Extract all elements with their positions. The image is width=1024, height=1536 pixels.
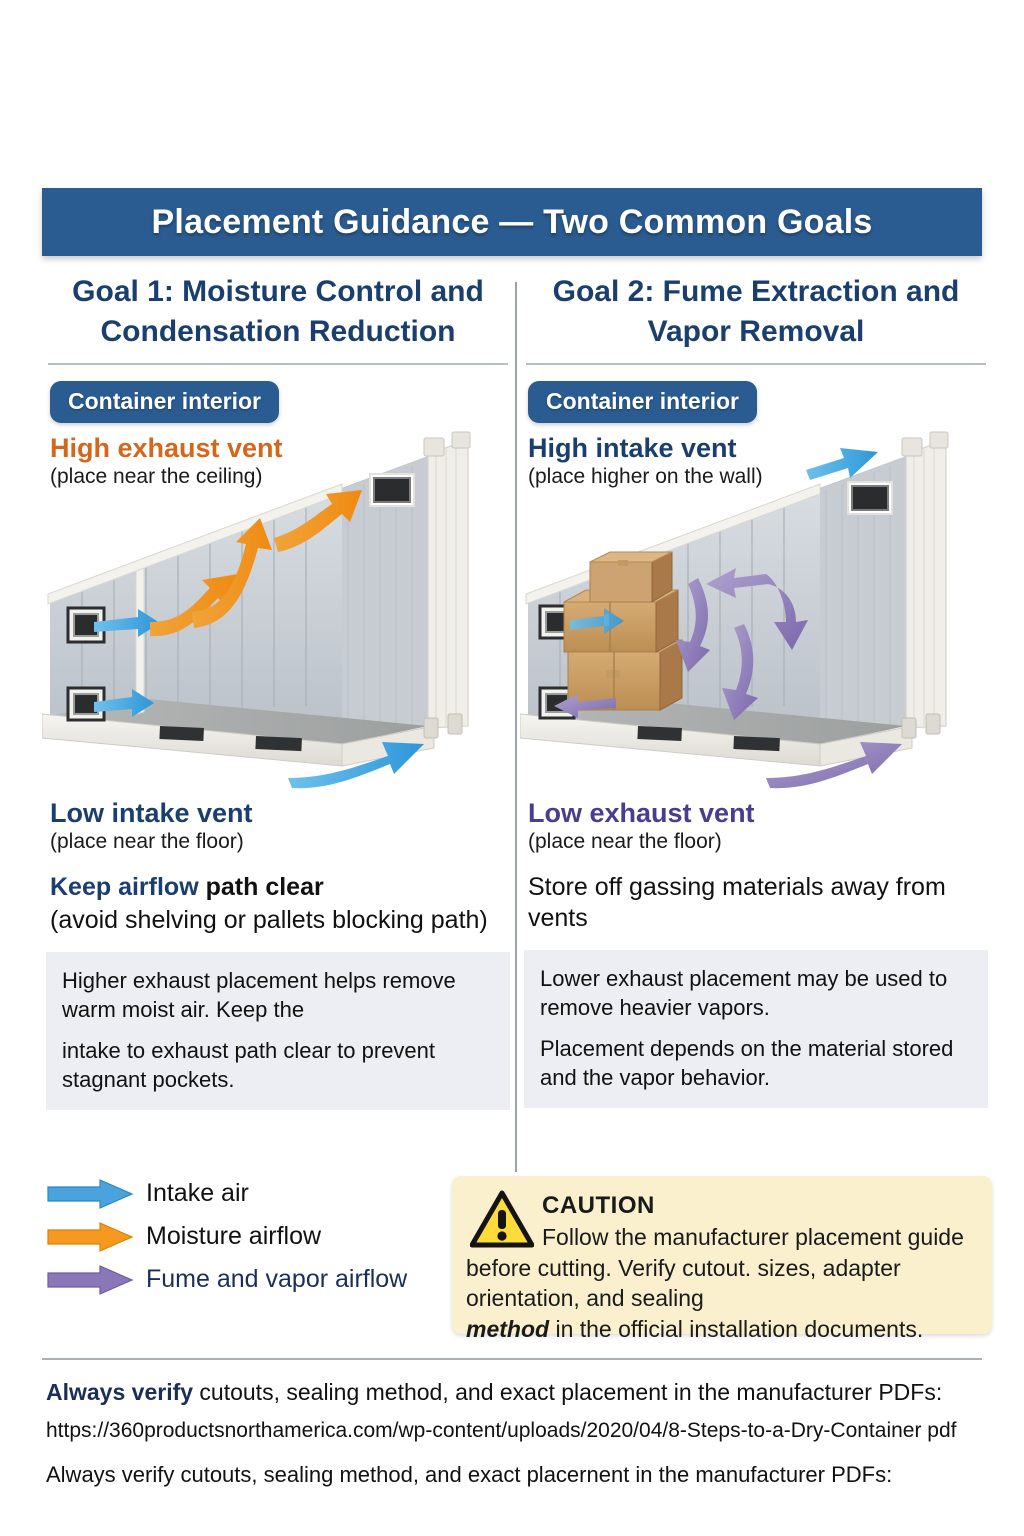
- goal-1-note-line-2: intake to exhaust path clear to prevent …: [62, 1038, 436, 1093]
- vapor-arrow-3-icon: [722, 623, 758, 720]
- arrow-right-icon: [47, 1221, 134, 1252]
- goal-2-high-vent-title: High intake vent: [528, 433, 737, 464]
- goal-1-advice-sub: (avoid shelving or pallets blocking path…: [50, 906, 488, 935]
- footer-verify-rest: cutouts, sealing method, and exact place…: [193, 1379, 943, 1405]
- moisture-arrow-3-icon: [274, 489, 362, 552]
- goal-1-high-vent-title: High exhaust vent: [50, 433, 283, 464]
- goal-2-column: Goal 2: Fume Extraction and Vapor Remova…: [520, 272, 992, 1109]
- goal-2-note-line-1: Lower exhaust placement may be used to r…: [540, 966, 948, 1021]
- floor-exhaust-arrow-icon: [766, 741, 902, 788]
- legend-label-fume-vapor-airflow: Fume and vapor airflow: [146, 1265, 408, 1293]
- goal-1-note-box: Higher exhaust placement helps remove wa…: [46, 952, 510, 1111]
- wall-intake-arrow-icon: [570, 607, 624, 634]
- footer: Always verify cutouts, sealing method, a…: [46, 1378, 986, 1489]
- arrow-right-icon: [47, 1264, 134, 1295]
- vapor-arrow-2-icon: [706, 567, 808, 650]
- caution-title: CAUTION: [542, 1192, 655, 1219]
- goal-1-low-vent-subtitle: (place near the floor): [50, 829, 244, 853]
- goal-1-advice-rest: path clear: [198, 873, 324, 902]
- legend-label-moisture-airflow: Moisture airflow: [146, 1222, 322, 1250]
- goal-1-advice-strong: Keep airflow: [50, 873, 199, 902]
- intake-arrow-lower-icon: [94, 688, 154, 717]
- legend-item-moisture-airflow: Moisture airflow: [46, 1215, 446, 1258]
- goal-2-low-vent-label: Low exhaust vent (place near the floor): [528, 798, 992, 854]
- vapor-arrow-1-icon: [676, 577, 710, 672]
- footer-verify-strong: Always verify: [46, 1379, 194, 1405]
- caution-body-emphasis: method: [466, 1315, 550, 1342]
- goal-2-advice-rest: Store off gassing materials away from ve…: [528, 873, 946, 933]
- container-diagram-fume: [520, 431, 949, 788]
- goal-1-note-line-1: Higher exhaust placement helps remove wa…: [62, 968, 456, 1023]
- goal-1-container-interior-badge: Container interior: [50, 381, 279, 424]
- legend-item-intake-air: Intake air: [46, 1172, 446, 1215]
- goal-1-heading: Goal 1: Moisture Control and Condensatio…: [72, 275, 484, 348]
- legend: Intake air Moisture airflow Fume and vap…: [46, 1172, 446, 1301]
- goal-1-underline: [48, 363, 508, 366]
- warning-triangle-icon: [470, 1190, 534, 1248]
- low-exhaust-arrow-icon: [554, 693, 616, 718]
- goal-columns: Goal 1: Moisture Control and Condensatio…: [0, 272, 1024, 1172]
- goal-1-column: Goal 1: Moisture Control and Condensatio…: [42, 272, 514, 1111]
- goal-1-high-vent-subtitle: (place near the ceiling): [50, 465, 263, 489]
- high-intake-arrow-icon: [806, 447, 878, 480]
- caution-body: Follow the manufacturer placement guide …: [466, 1222, 982, 1344]
- goal-1-low-vent-title: Low intake vent: [50, 797, 253, 828]
- goal-2-advice: Store off gassing materials away from ve…: [528, 872, 992, 934]
- caution-body-part2: in the official installation documents.: [549, 1315, 924, 1342]
- legend-item-fume-vapor-airflow: Fume and vapor airflow: [46, 1258, 446, 1301]
- page-title: Placement Guidance — Two Common Goals: [151, 202, 873, 241]
- goal-2-container-illustration: [520, 426, 992, 798]
- arrow-right-icon: [47, 1178, 134, 1209]
- footer-verify-line: Always verify cutouts, sealing method, a…: [46, 1378, 986, 1408]
- goal-1-high-vent-label: High exhaust vent (place near the ceilin…: [50, 433, 514, 489]
- intake-arrow-upper-icon: [94, 608, 160, 637]
- footer-repeat-line: Always verify cutouts, sealing method, a…: [46, 1461, 893, 1487]
- footer-divider: [42, 1358, 982, 1360]
- goal-2-note-box: Lower exhaust placement may be used to r…: [524, 950, 988, 1109]
- moisture-arrow-1-icon: [150, 573, 238, 636]
- intake-arrow-floor-icon: [288, 741, 424, 788]
- goal-1-low-vent-label: Low intake vent (place near the floor): [50, 798, 514, 854]
- goal-2-low-vent-title: Low exhaust vent: [528, 797, 755, 828]
- container-diagram-moisture: [42, 431, 471, 788]
- goal-2-high-vent-subtitle: (place higher on the wall): [528, 465, 763, 489]
- legend-label-intake-air: Intake air: [146, 1179, 249, 1207]
- goal-1-container-illustration: [42, 426, 514, 798]
- goal-2-heading: Goal 2: Fume Extraction and Vapor Remova…: [552, 275, 960, 348]
- goal-2-container-interior-badge: Container interior: [528, 381, 757, 424]
- caution-box: CAUTION Follow the manufacturer placemen…: [452, 1176, 992, 1342]
- caution-body-part1: Follow the manufacturer placement guide …: [466, 1224, 964, 1312]
- goal-2-underline: [526, 363, 986, 366]
- page-title-bar: Placement Guidance — Two Common Goals: [42, 188, 982, 256]
- goal-2-low-vent-subtitle: (place near the floor): [528, 829, 722, 853]
- column-divider: [515, 282, 517, 1172]
- footer-url[interactable]: https://360productsnorthamerica.com/wp-c…: [46, 1418, 957, 1442]
- moisture-arrow-2-icon: [192, 517, 272, 628]
- goal-2-high-vent-label: High intake vent (place higher on the wa…: [528, 433, 992, 489]
- goal-1-advice: Keep airflow path clear (avoid shelving …: [50, 872, 514, 936]
- goal-2-note-line-2: Placement depends on the material stored…: [540, 1036, 954, 1091]
